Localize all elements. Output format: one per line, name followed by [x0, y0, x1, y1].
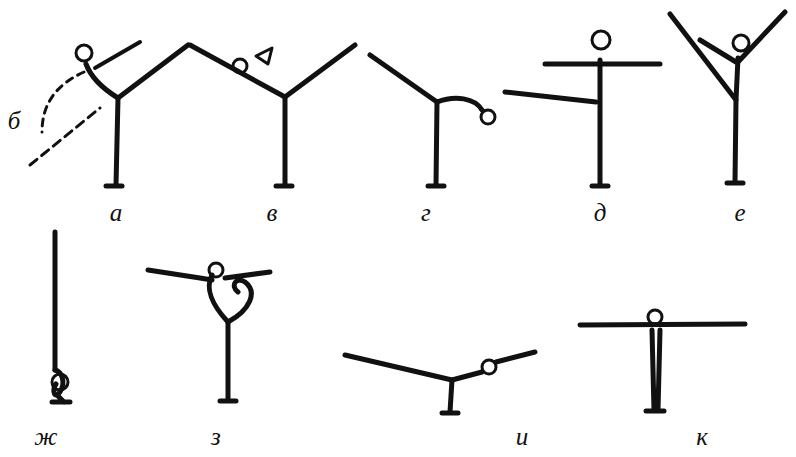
figure-letter: и	[516, 424, 529, 449]
figure-letter: з	[211, 424, 221, 449]
figure-letter: д	[594, 200, 607, 225]
figure-zh	[52, 232, 70, 402]
figure-letter: е	[734, 200, 745, 225]
figure-z	[148, 263, 270, 401]
figure-letter: в	[267, 200, 278, 225]
figure-i	[345, 352, 535, 413]
figure-g	[370, 55, 495, 186]
figure-v	[190, 45, 355, 186]
figure-letter: а	[110, 200, 123, 225]
figure-e	[670, 12, 785, 183]
figure-a	[30, 42, 188, 186]
figure-letter: ж	[34, 424, 57, 449]
figure-letter: б	[8, 108, 21, 133]
figure-letter: г	[421, 200, 431, 225]
figure-k	[580, 310, 745, 411]
figure-letter: к	[696, 424, 708, 449]
figure-d	[505, 31, 660, 186]
